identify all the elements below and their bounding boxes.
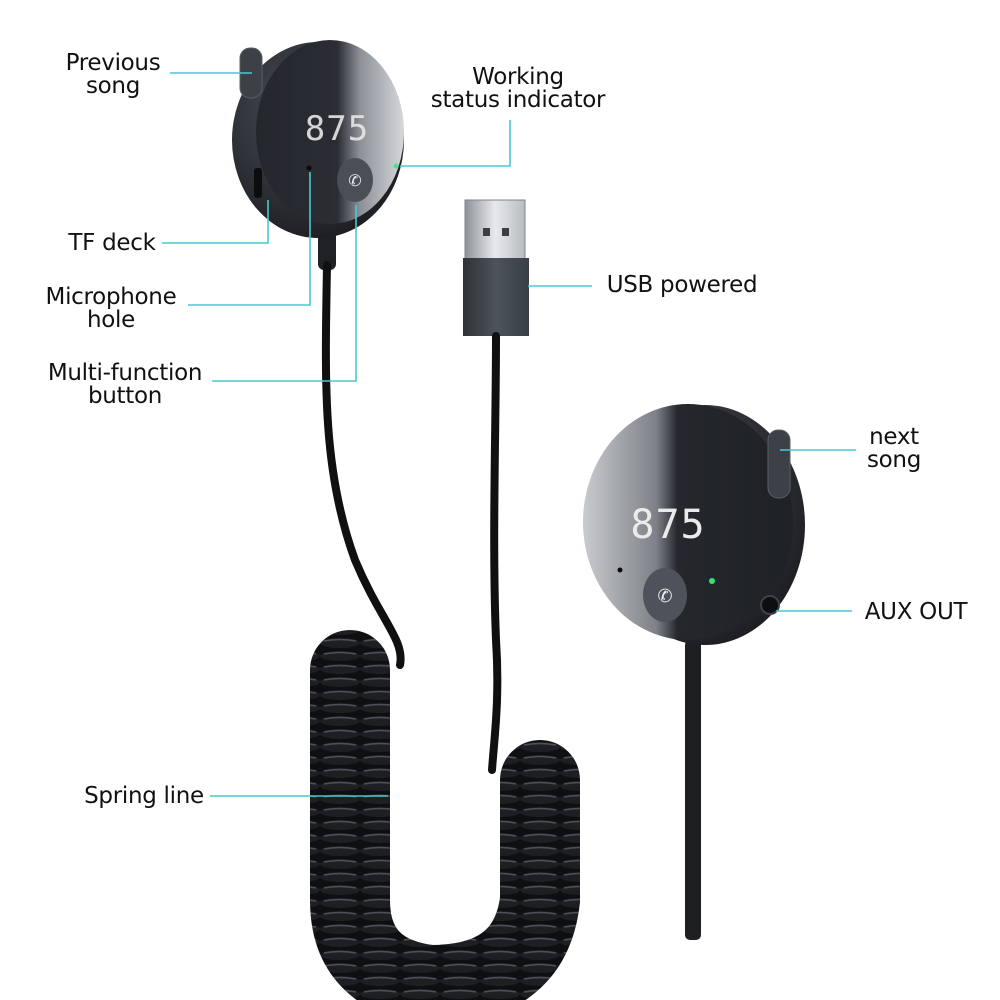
label-aux-out: AUX OUT [864, 599, 968, 625]
label-tf-deck: TF deck [68, 230, 156, 256]
svg-text:✆: ✆ [657, 586, 672, 607]
label-multi-function-button: Multi-function button [47, 360, 203, 409]
device-top: 875 ✆ [232, 40, 405, 669]
device-right: 875 ✆ [583, 404, 805, 940]
label-usb-powered: USB powered [606, 272, 758, 298]
spring-cable [310, 630, 580, 1000]
display-frequency-top: 875 [305, 109, 369, 149]
label-previous-song: Previous song [65, 50, 161, 99]
label-working-status-indicator: Working status indicator [430, 64, 606, 113]
callout-lines [162, 72, 856, 797]
label-spring-line: Spring line [84, 783, 204, 809]
svg-text:✆: ✆ [348, 171, 361, 190]
display-frequency-right: 875 [630, 502, 705, 548]
usb-plug [463, 199, 529, 774]
label-microphone-hole: Microphone hole [45, 284, 177, 333]
label-next-song: next song [866, 424, 922, 473]
